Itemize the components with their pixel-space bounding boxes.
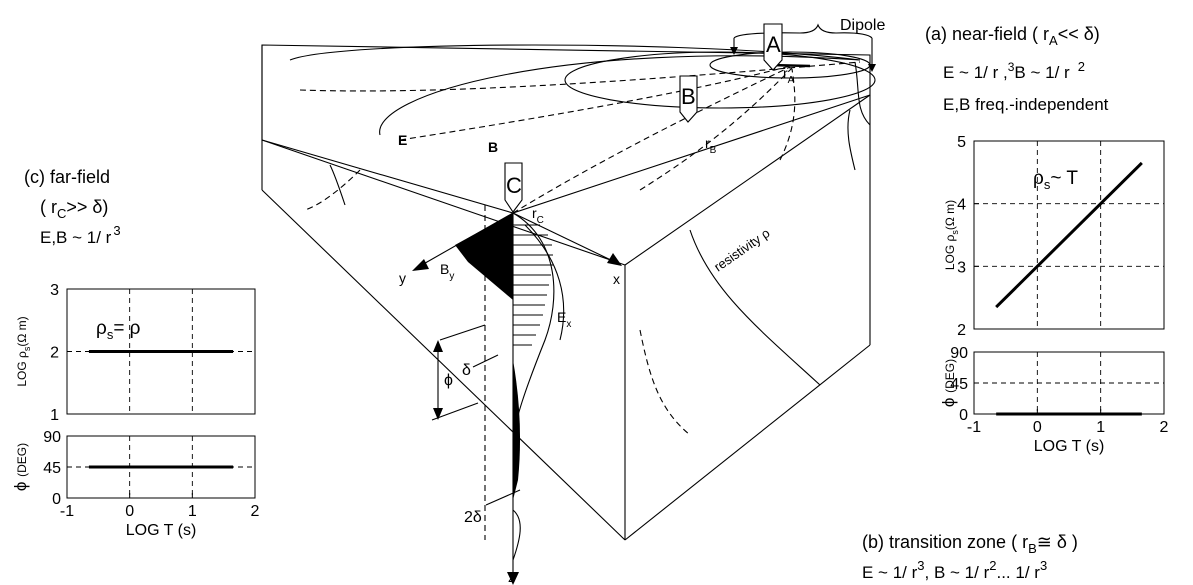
dashed-radial-4 <box>639 67 793 191</box>
y-tick-label: 5 <box>957 134 966 151</box>
earth-block <box>261 44 876 541</box>
axis-label-y: y <box>399 270 406 286</box>
ex-hatching <box>513 224 553 346</box>
far-field-title: (c) far-field <box>24 167 110 187</box>
block-right-top-edge <box>624 94 871 266</box>
x-axis-label: LOG T (s) <box>1034 438 1105 455</box>
phase-tick-label: 45 <box>950 376 968 393</box>
y-tick-label: 4 <box>957 197 966 214</box>
plot-frame <box>973 140 1165 330</box>
front-face-dash-2 <box>639 329 691 436</box>
field-line-right <box>854 61 871 126</box>
y-tick-label: 2 <box>50 345 59 362</box>
y-tick-label: 3 <box>50 282 59 299</box>
phase-tick-label: 0 <box>52 491 61 508</box>
dipole-label: Dipole <box>840 17 885 34</box>
depth-profile <box>412 205 622 585</box>
label-phi: ϕ <box>444 372 453 389</box>
resistivity-label: resistivity ρ <box>711 225 772 274</box>
y-axis-label: LOG ρs(Ω m) <box>15 316 32 386</box>
x-tick-label: -1 <box>967 419 981 436</box>
front-face-curve-3 <box>689 229 821 386</box>
near-field-title: (a) near-field ( rA<< δ) <box>925 24 1100 48</box>
field-line-large <box>289 44 861 61</box>
far-field-chart-annotation: ρs= ρ <box>96 318 141 342</box>
label-delta: δ <box>462 362 471 379</box>
ex-lower-black <box>513 360 521 500</box>
near-field-chart-annotation: ρs~ T <box>1033 168 1078 192</box>
site-marker-b: B <box>679 75 698 123</box>
near-field-note: E,B freq.-independent <box>943 95 1109 114</box>
transition-equation: E ~ 1/ r3, B ~ 1/ r2... 1/ r3 <box>862 558 1047 582</box>
label-rb: rB <box>705 135 717 156</box>
front-face-curve-2 <box>524 224 565 341</box>
dashed-radial-3 <box>512 66 791 214</box>
x-tick-label: 0 <box>1033 419 1042 436</box>
front-face-dash-1 <box>304 169 361 211</box>
x-axis-label: LOG T (s) <box>126 522 197 539</box>
block-bottom-left-edge <box>261 189 626 541</box>
axis-label-z: z <box>508 569 515 585</box>
site-marker-a: A <box>763 23 783 71</box>
svg-text:B: B <box>681 84 696 109</box>
front-face-curve-1 <box>329 164 346 206</box>
phase-axis-label: ϕ (DEG) <box>939 359 958 407</box>
field-ellipse-outer <box>564 51 876 109</box>
svg-text:A: A <box>766 32 781 57</box>
by-profile <box>455 213 513 300</box>
label-ex: Ex <box>557 309 571 330</box>
x-tick-label: 1 <box>188 503 197 520</box>
dashed-radial-5 <box>779 68 796 161</box>
phase-tick-label: 90 <box>43 429 61 446</box>
block-front-top-edge <box>261 139 626 266</box>
label-field-e: E <box>398 132 407 148</box>
label-field-b: B <box>488 139 498 155</box>
label-rc: rC <box>532 205 544 226</box>
label-ra: rA <box>783 65 795 86</box>
x-tick-label: 0 <box>125 503 134 520</box>
phase-tick-label: 0 <box>959 407 968 424</box>
y-axis-label: LOG ρs(Ω m) <box>943 200 960 270</box>
field-line-mid <box>379 55 861 136</box>
block-bottom-right-edge <box>624 344 871 541</box>
x-tick-label: 2 <box>1160 419 1169 436</box>
phase-tick-label: 90 <box>950 345 968 362</box>
label-two-delta: 2δ <box>464 509 482 526</box>
y-tick-label: 1 <box>50 407 59 424</box>
x-tick-label: 2 <box>251 503 260 520</box>
ex-profile-curve <box>512 212 555 441</box>
ex-lower-hatch <box>512 509 521 561</box>
far-field-condition: ( rC>> δ) <box>40 197 108 221</box>
data-line <box>995 161 1143 309</box>
phase-axis-label: ϕ (DEG) <box>11 443 30 491</box>
axis-label-x: x <box>613 271 620 287</box>
x-tick-label: -1 <box>60 503 74 520</box>
site-marker-c: C <box>504 162 523 213</box>
block-top-face <box>261 44 871 214</box>
y-tick-label: 3 <box>957 259 966 276</box>
y-tick-label: 2 <box>957 322 966 339</box>
dashed-radial-2 <box>399 65 791 141</box>
transition-title: (b) transition zone ( rB≅ δ ) <box>862 532 1078 556</box>
phase-tick-label: 45 <box>43 460 61 477</box>
x-tick-label: 1 <box>1096 419 1105 436</box>
label-by: By <box>440 261 454 282</box>
svg-text:C: C <box>506 173 522 198</box>
front-face-curve-4 <box>847 109 856 171</box>
